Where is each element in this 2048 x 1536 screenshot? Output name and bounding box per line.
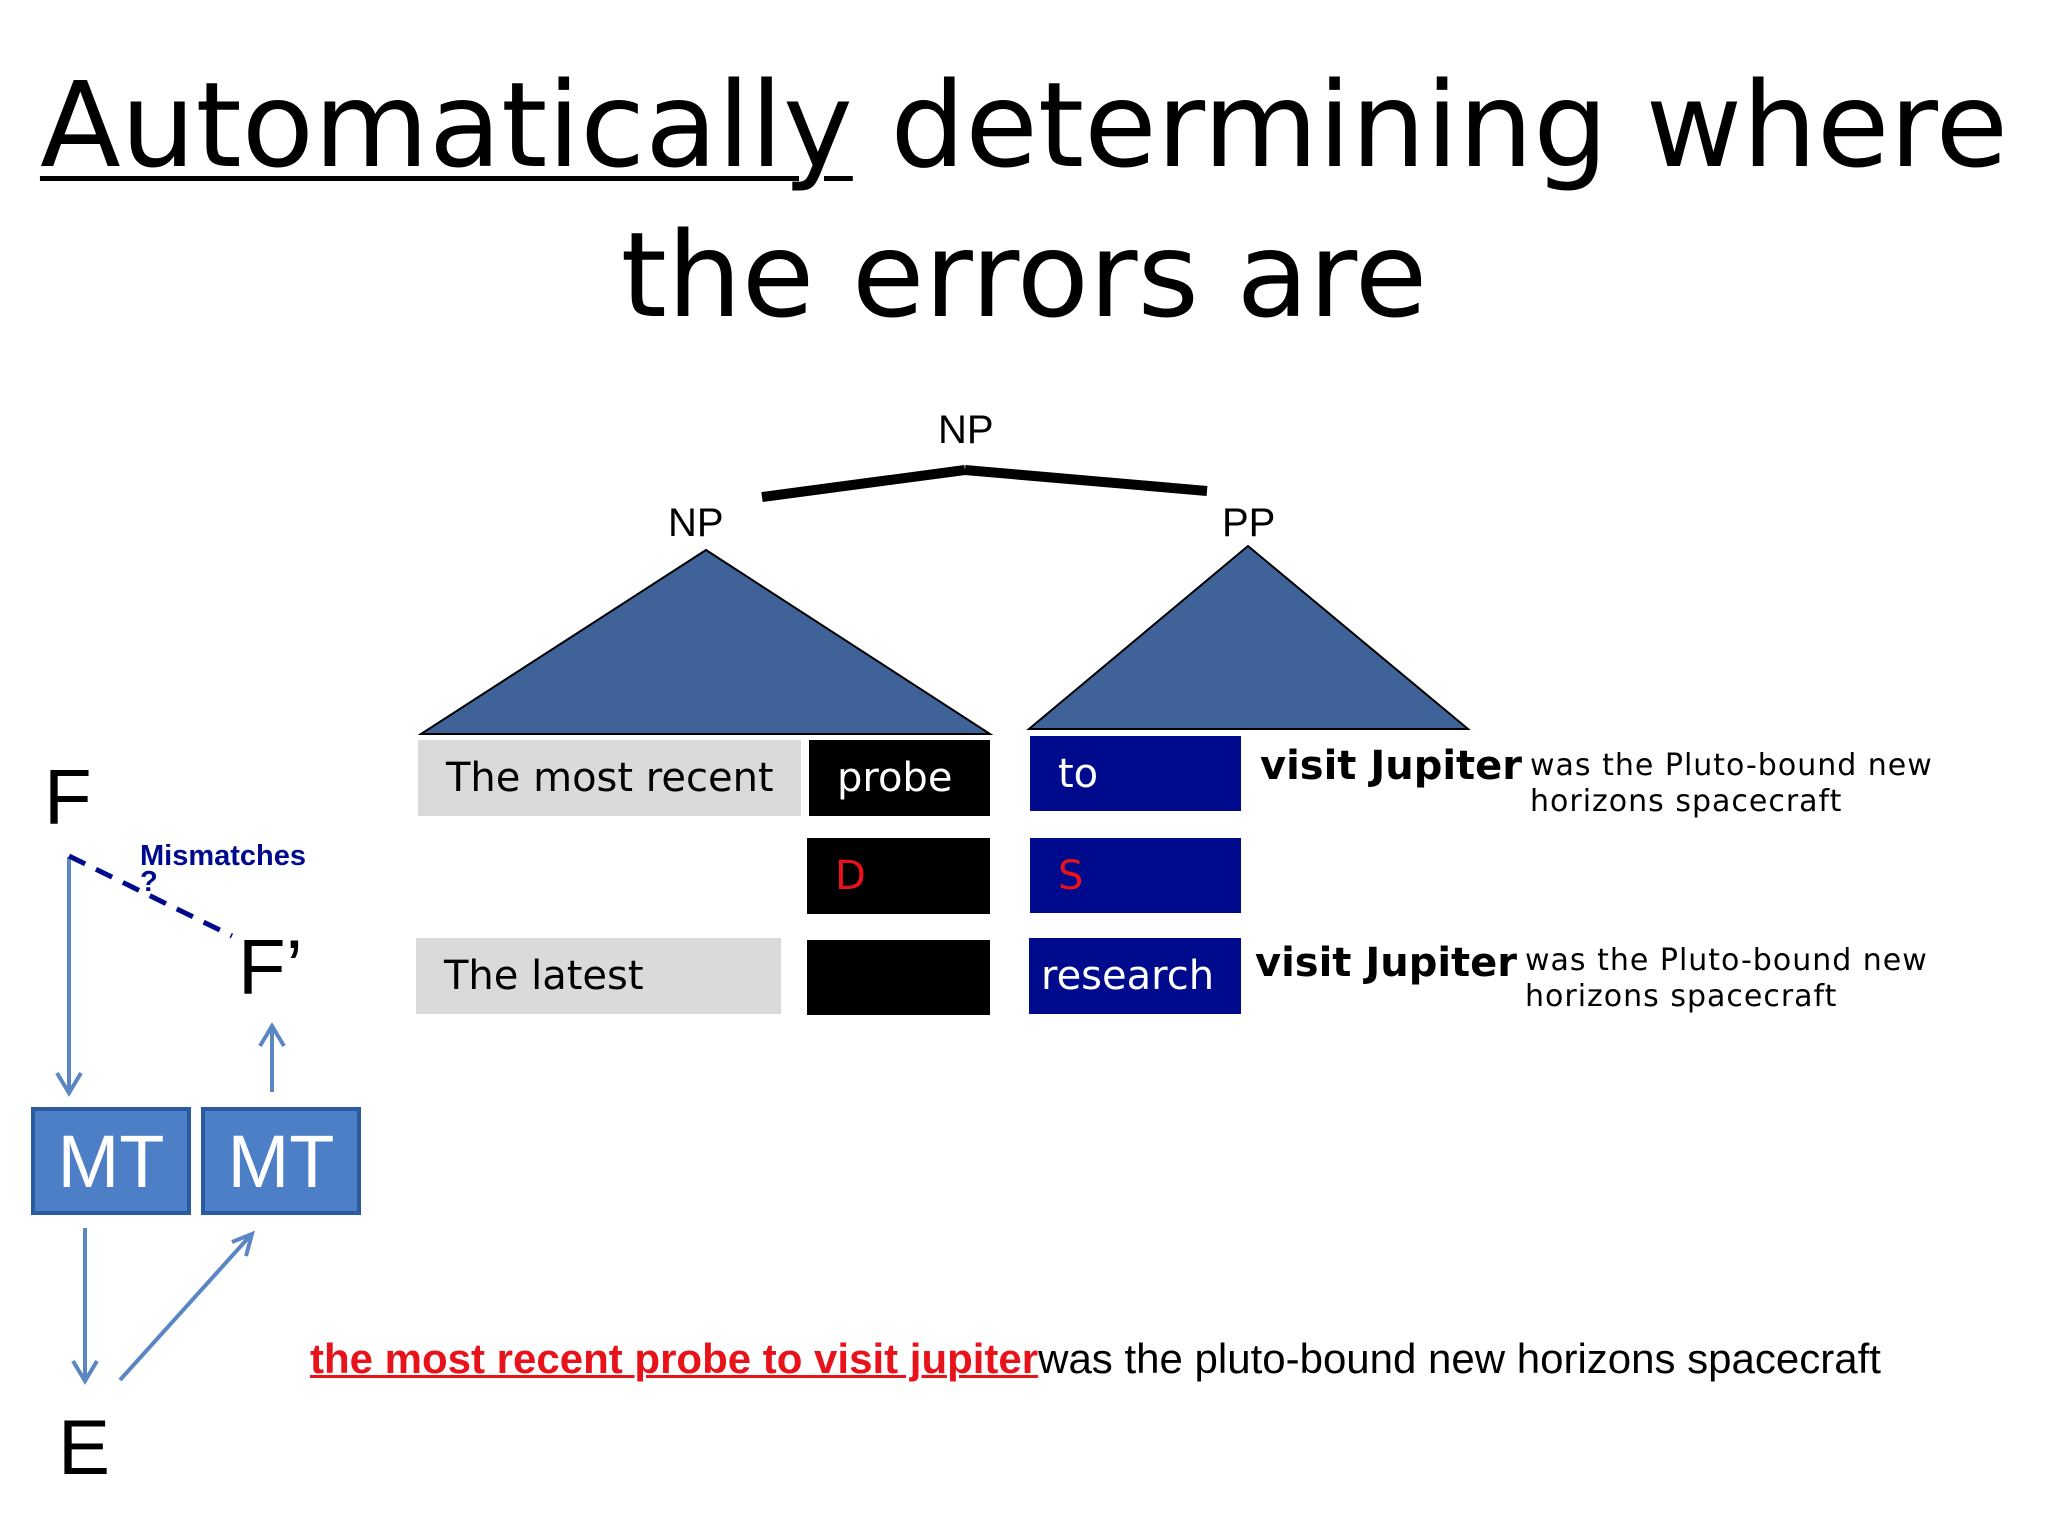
mt-box-right: MT <box>201 1107 361 1215</box>
target-e-label: E <box>58 1403 111 1491</box>
row1-left-box: The most recent <box>418 740 801 816</box>
row2-mid-text: D <box>835 853 866 899</box>
mismatches-text: Mismatches <box>140 840 307 872</box>
title-rest: determining where <box>852 56 2009 194</box>
arrowhead-f-to-mt <box>55 1071 83 1097</box>
row1-rest-text: was the Pluto-bound new horizons spacecr… <box>1530 748 1933 820</box>
np-triangle <box>417 548 994 735</box>
tree-branch-right <box>964 465 1208 496</box>
source-f-label: F <box>44 753 92 841</box>
tree-root-label: NP <box>938 408 994 452</box>
row1-left-text: The most recent <box>446 755 774 801</box>
row1-mid-box: probe <box>809 740 990 816</box>
bottom-highlighted-text: the most recent probe to visit jupiter <box>310 1335 1039 1382</box>
arrowhead-mt-to-e <box>71 1359 99 1385</box>
tree-right-label: PP <box>1222 501 1276 545</box>
arrow-e-to-mt <box>118 1234 252 1382</box>
row1-rest-line2: horizons spacecraft <box>1530 784 1843 819</box>
mismatches-question: ? <box>140 866 158 898</box>
pp-triangle <box>1026 544 1471 730</box>
row1-mid-text: probe <box>837 755 953 801</box>
row3-left-box: The latest <box>416 938 781 1014</box>
bottom-sentence: the most recent probe to visit jupiterwa… <box>310 1335 2040 1383</box>
mt-right-text: MT <box>227 1119 335 1203</box>
bottom-rest-text: was the pluto-bound new horizons spacecr… <box>1038 1335 1881 1382</box>
mt-left-text: MT <box>57 1119 165 1203</box>
row3-tail-text: visit Jupiter <box>1255 940 1518 986</box>
f-prime-label: F’ <box>238 923 303 1011</box>
row3-right-box: research <box>1029 938 1241 1014</box>
row1-right-text: to <box>1058 750 1099 797</box>
row2-mid-box: D <box>807 838 990 914</box>
row3-left-text: The latest <box>444 953 644 999</box>
row3-right-text: research <box>1041 953 1215 999</box>
row3-rest-line1: was the Pluto-bound new <box>1525 943 1928 978</box>
arrowhead-e-to-mt <box>231 1230 255 1257</box>
row3-mid-box <box>807 940 990 1015</box>
slide-title: Automatically determining where the erro… <box>0 50 2048 350</box>
row3-rest-line2: horizons spacecraft <box>1525 979 1838 1014</box>
mismatches-label: Mismatches ? <box>140 840 307 898</box>
mt-box-left: MT <box>31 1107 191 1215</box>
tree-left-label: NP <box>668 501 724 545</box>
title-line-2: the errors are <box>620 206 1428 344</box>
arrowhead-mt-to-fprime <box>258 1022 286 1048</box>
row2-right-box: S <box>1030 838 1241 913</box>
row1-tail-text: visit Jupiter <box>1260 743 1523 789</box>
row3-rest-text: was the Pluto-bound new horizons spacecr… <box>1525 943 1928 1015</box>
tree-branch-left <box>761 465 966 502</box>
row2-right-text: S <box>1058 852 1084 899</box>
title-underlined-word: Automatically <box>39 56 853 194</box>
row1-right-box: to <box>1030 736 1241 811</box>
mismatch-dashed-line <box>67 853 234 939</box>
row1-rest-line1: was the Pluto-bound new <box>1530 748 1933 783</box>
